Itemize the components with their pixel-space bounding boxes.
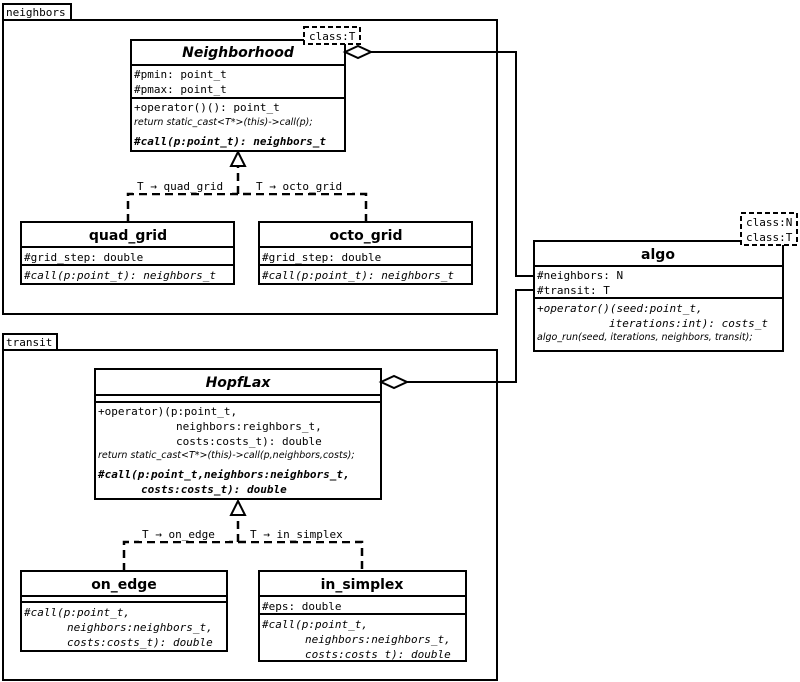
operation-line-2: iterations:int): costs_t [609,317,768,330]
operation-line-3: costs:costs_t): double [305,648,451,661]
package-body-transit [2,349,498,681]
operation-impl-note: return static_cast<T*>(this)->call(p); [134,117,313,128]
binding-label-bg [253,180,352,193]
package-body-neighbors [2,19,498,315]
binding-label-bg [247,528,353,541]
aggregation-diamond [378,374,410,390]
class-algo: algo #neighbors: N #transit: T +operator… [533,212,798,352]
binding-label-quad-grid: T → quad_grid [137,180,223,193]
attribute-transit: #transit: T [537,284,610,297]
package-label-transit: transit [6,336,52,349]
attribute-grid-step: #grid_step: double [262,251,381,264]
attribute-pmax: #pmax: point_t [134,83,227,96]
operation-call-abstract-1: #call(p:point_t,neighbors:neighbors_t, [97,468,350,481]
class-box-on-edge [20,570,228,652]
binding-connector [126,192,368,222]
class-neighborhood: Neighborhood #pmin: point_t #pmax: point… [130,26,361,152]
class-octo-grid: octo_grid #grid_step: double #call(p:poi… [258,221,473,285]
realization-arrowhead [229,498,247,516]
class-name-algo: algo [641,247,675,263]
class-in-simplex: in_simplex #eps: double #call(p:point_t,… [258,570,467,662]
class-name-in-simplex: in_simplex [321,577,404,593]
class-name-quad-grid: quad_grid [89,228,167,244]
operation-line-1: #call(p:point_t, [261,618,368,631]
package-neighbors: neighbors [2,3,498,315]
package-label-neighbors: neighbors [6,6,66,19]
template-param-n: class:N [746,216,792,229]
class-box-octo-grid [258,221,473,285]
package-transit: transit [2,333,498,681]
operation-line-1: +operator)(p:point_t, [98,405,237,418]
operation-line-3: costs:costs_t): double [67,636,213,649]
class-hopflax: HopfLax +operator)(p:point_t, neighbors:… [94,368,382,500]
aggregation-line [371,51,534,277]
binding-label-on-edge: T → on_edge [142,528,215,541]
binding-label-bg [133,180,232,193]
operation-line-2: neighbors:neighbors_t, [67,621,213,634]
aggregation-neighbors [342,44,534,277]
aggregation-transit [378,289,534,390]
class-box-neighborhood [130,39,346,152]
class-box-hopflax [94,368,382,500]
operation-line-3: costs:costs_t): double [176,435,322,448]
class-box-quad-grid [20,221,235,285]
operation-impl-note: algo_run(seed, iterations, neighbors, tr… [537,332,753,343]
template-param-algo [740,212,798,246]
class-name-octo-grid: octo_grid [330,228,403,244]
operation-impl-note: return static_cast<T*>(this)->call(p,nei… [98,450,355,461]
operation-call-abstract-2: costs:costs_t): double [141,483,287,496]
operation-call: #call(p:point_t): neighbors_t [261,269,454,282]
operation-call-abstract: #call(p:point_t): neighbors_t [133,135,326,148]
attribute-eps: #eps: double [262,600,341,613]
operation-call: #call(p:point_t): neighbors_t [23,269,216,282]
class-name-on-edge: on_edge [91,577,157,593]
operation-line-1: #call(p:point_t, [23,606,130,619]
aggregation-diamond [342,44,374,60]
operation-line-2: neighbors:reighbors_t, [176,420,322,433]
template-param-label: class:T [309,30,356,43]
operation-line-2: neighbors:neighbors_t, [305,633,451,646]
realization-hopflax: T → on_edge T → in_simplex [122,498,364,571]
attribute-grid-step: #grid_step: double [24,251,143,264]
realization-neighborhood: T → quad_grid T → octo_grid [126,149,368,222]
template-param-neighborhood [303,26,361,45]
binding-connector [122,540,364,571]
template-param-t: class:T [746,231,793,244]
binding-label-in-simplex: T → in_simplex [250,528,343,541]
attribute-neighbors: #neighbors: N [537,269,623,282]
operation-operator: +operator()(): point_t [134,101,280,114]
class-quad-grid: quad_grid #grid_step: double #call(p:poi… [20,221,235,285]
aggregation-line [407,289,534,383]
class-box-in-simplex [258,570,467,662]
realization-arrowhead [229,149,247,167]
class-name-hopflax: HopfLax [206,375,272,391]
attribute-pmin: #pmin: point_t [134,68,227,81]
class-on-edge: on_edge #call(p:point_t, neighbors:neigh… [20,570,228,652]
binding-label-octo-grid: T → octo_grid [256,180,342,193]
binding-label-bg [139,528,229,541]
class-box-algo [533,240,784,352]
class-name-neighborhood: Neighborhood [182,45,295,61]
operation-line-1: +operator()(seed:point_t, [537,302,703,315]
